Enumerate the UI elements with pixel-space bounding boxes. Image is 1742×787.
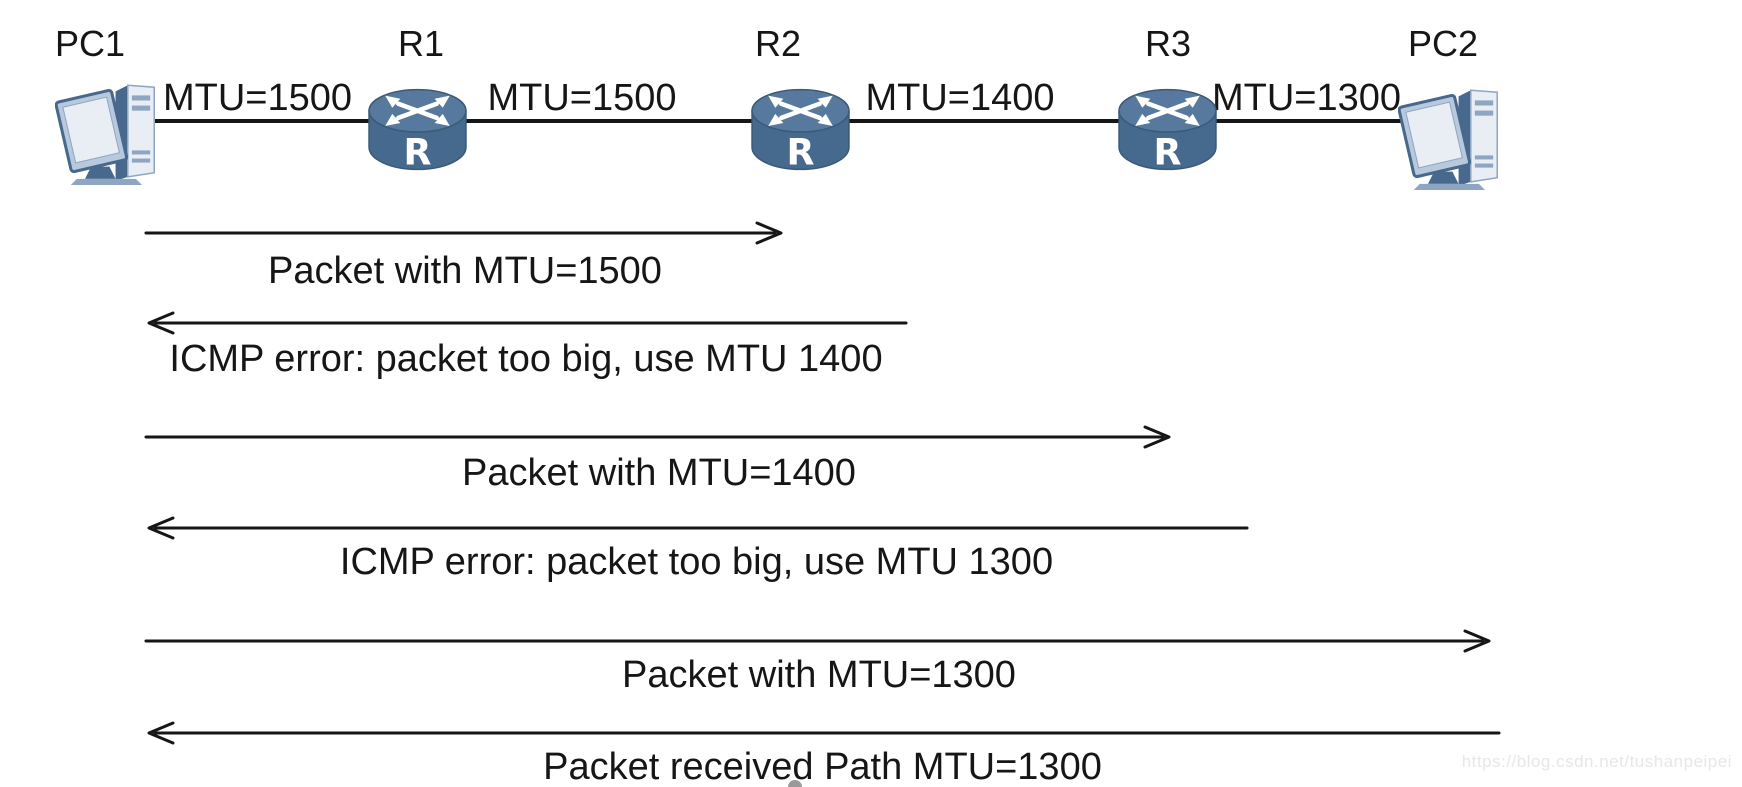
watermark: https://blog.csdn.net/tushanpeipei (1461, 752, 1732, 771)
link-r2-r3-mtu-label: MTU=1400 (865, 77, 1055, 119)
link-r3-pc2-mtu-label: MTU=1300 (1212, 77, 1402, 119)
svg-text:R: R (787, 130, 815, 172)
clipped-dot-artifact (788, 780, 802, 787)
r1-label: R1 (398, 23, 445, 64)
message-packet-mtu1300: Packet with MTU=1300 (622, 654, 1016, 696)
pc2-label: PC2 (1408, 23, 1479, 64)
message-icmp-error-1400: ICMP error: packet too big, use MTU 1400 (169, 338, 883, 380)
arrow-packet-mtu1300 (144, 629, 1491, 653)
arrow-packet-mtu1500 (144, 221, 783, 245)
arrow-packet-mtu1400 (144, 425, 1171, 449)
message-icmp-error-1300: ICMP error: packet too big, use MTU 1300 (339, 541, 1054, 583)
r2-label: R2 (755, 23, 802, 64)
link-pc1-r1-mtu-label: MTU=1500 (162, 77, 353, 119)
router-r1-icon: R (365, 86, 470, 172)
pc1-label: PC1 (55, 23, 126, 64)
message-packet-mtu1500: Packet with MTU=1500 (268, 250, 662, 292)
message-packet-received: Packet received Path MTU=1300 (543, 746, 1102, 787)
arrow-icmp-error-1300 (147, 516, 1249, 540)
svg-text:R: R (404, 130, 432, 172)
router-r2-icon: R (748, 86, 853, 172)
pc1-computer-icon (55, 73, 170, 185)
svg-text:R: R (1154, 130, 1182, 172)
router-r3-icon: R (1115, 86, 1220, 172)
pc2-computer-icon (1398, 78, 1513, 190)
r3-label: R3 (1145, 23, 1192, 64)
arrow-packet-received (147, 721, 1501, 745)
link-r1-r2-mtu-label: MTU=1500 (487, 77, 677, 119)
arrow-icmp-error-1400 (147, 311, 908, 335)
message-packet-mtu1400: Packet with MTU=1400 (462, 452, 856, 494)
